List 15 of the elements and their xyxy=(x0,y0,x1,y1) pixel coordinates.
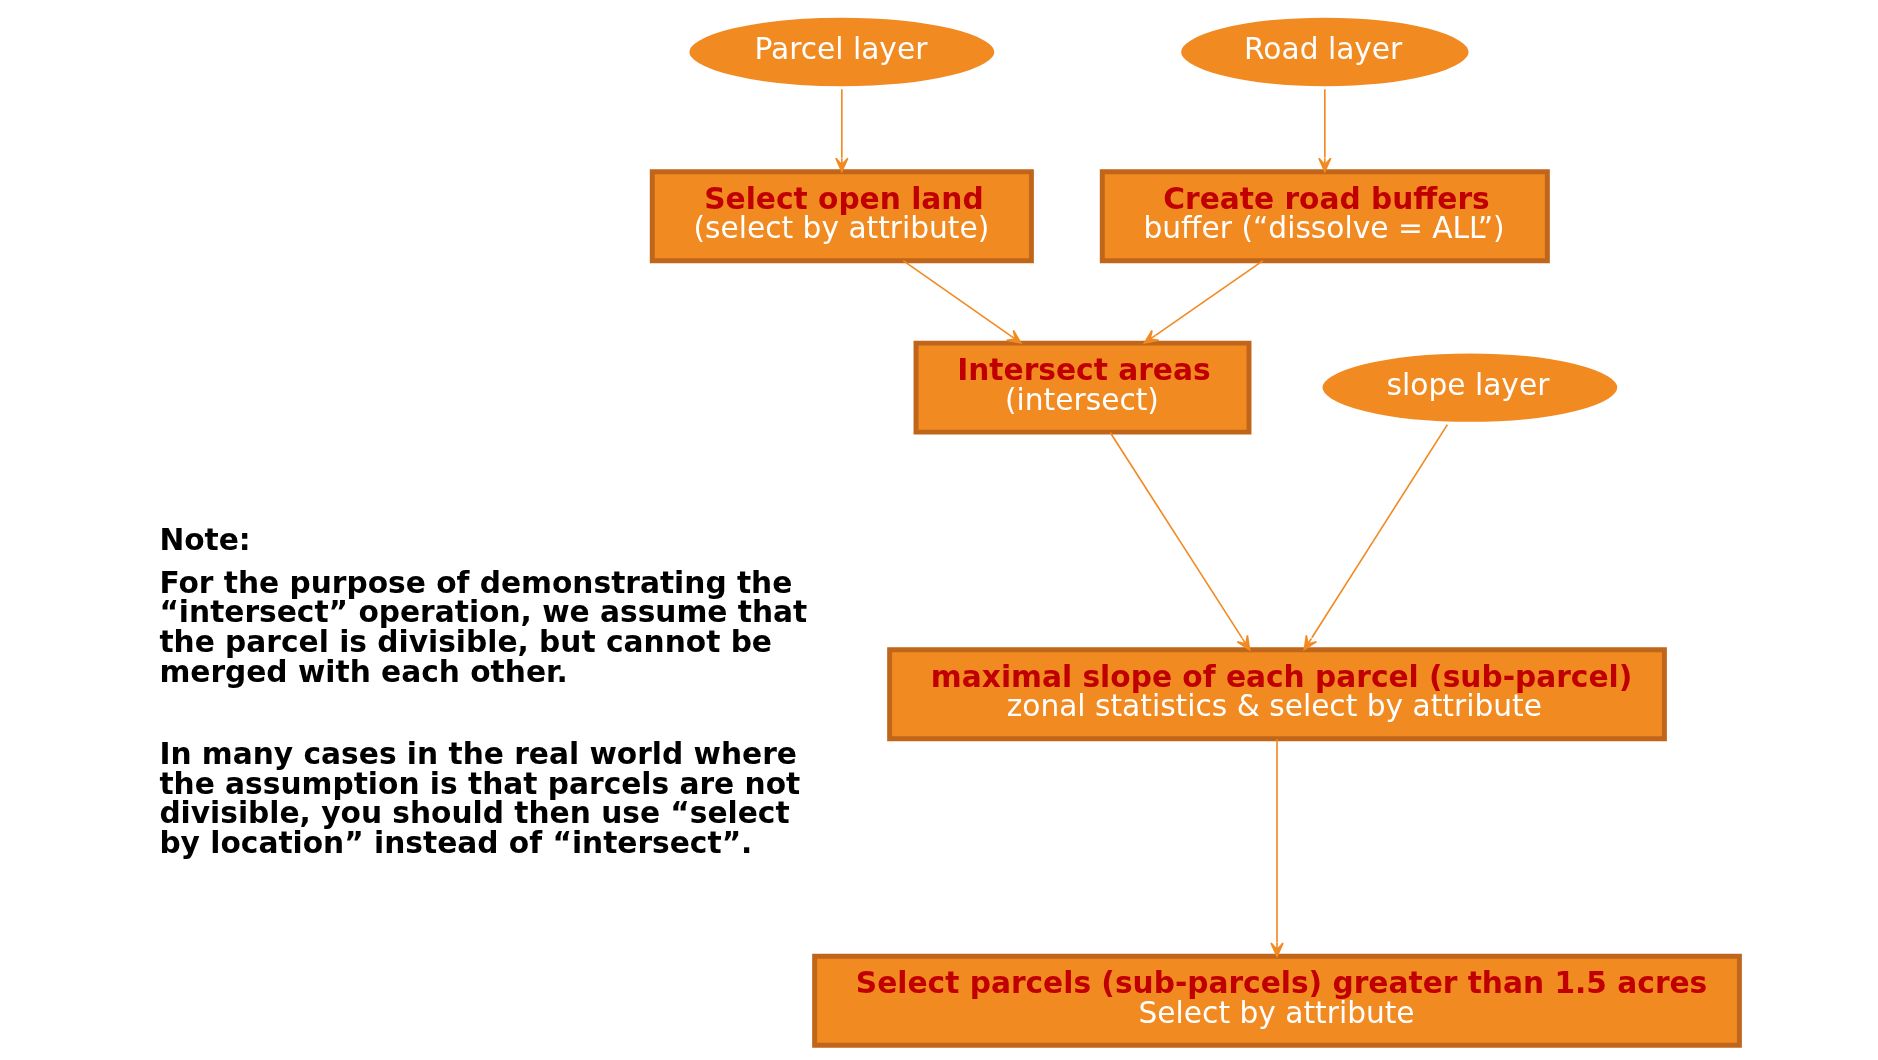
label: In many cases in the real world where the assumption is that parcels are not divisible, you should then use “select by location” instead of “intersect”. xyxy=(158,736,800,861)
node-box: Select parcels (sub-parcels) greater than 1.5 acres Select by attribute xyxy=(811,953,1742,1048)
node-box: Intersect areas (intersect) xyxy=(913,340,1251,435)
node-box: maximal slope of each parcel (sub-parcel) zonal statistics & select by attribute xyxy=(886,647,1667,742)
arrow xyxy=(1143,259,1264,344)
node-box: Select open land (select by attribute) xyxy=(649,169,1034,264)
node-box: Create road buffers buffer (“dissolve = ALL”) xyxy=(1099,169,1550,264)
label: For the purpose of demonstrating the “intersect” operation, we assume that the parcel is divisible, but cannot be merged with each other. xyxy=(158,564,807,689)
arrow xyxy=(1317,88,1332,173)
arrow xyxy=(1269,738,1284,958)
arrow xyxy=(1109,431,1250,651)
arrow xyxy=(901,259,1022,344)
label: Note: xyxy=(158,521,251,557)
arrow xyxy=(1303,423,1448,651)
arrow xyxy=(834,88,849,173)
